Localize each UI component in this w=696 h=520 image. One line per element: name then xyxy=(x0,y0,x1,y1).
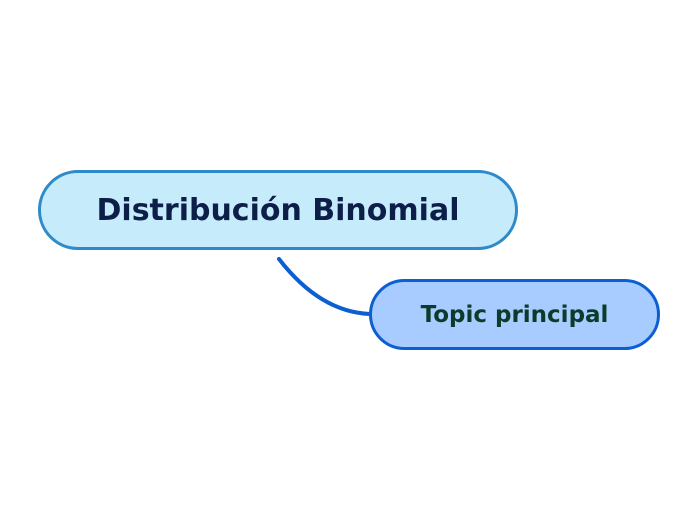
central-topic-node[interactable]: Distribución Binomial xyxy=(38,170,518,250)
subtopic-label: Topic principal xyxy=(420,301,609,328)
subtopic-node[interactable]: Topic principal xyxy=(369,279,660,350)
central-topic-label: Distribución Binomial xyxy=(96,192,460,228)
